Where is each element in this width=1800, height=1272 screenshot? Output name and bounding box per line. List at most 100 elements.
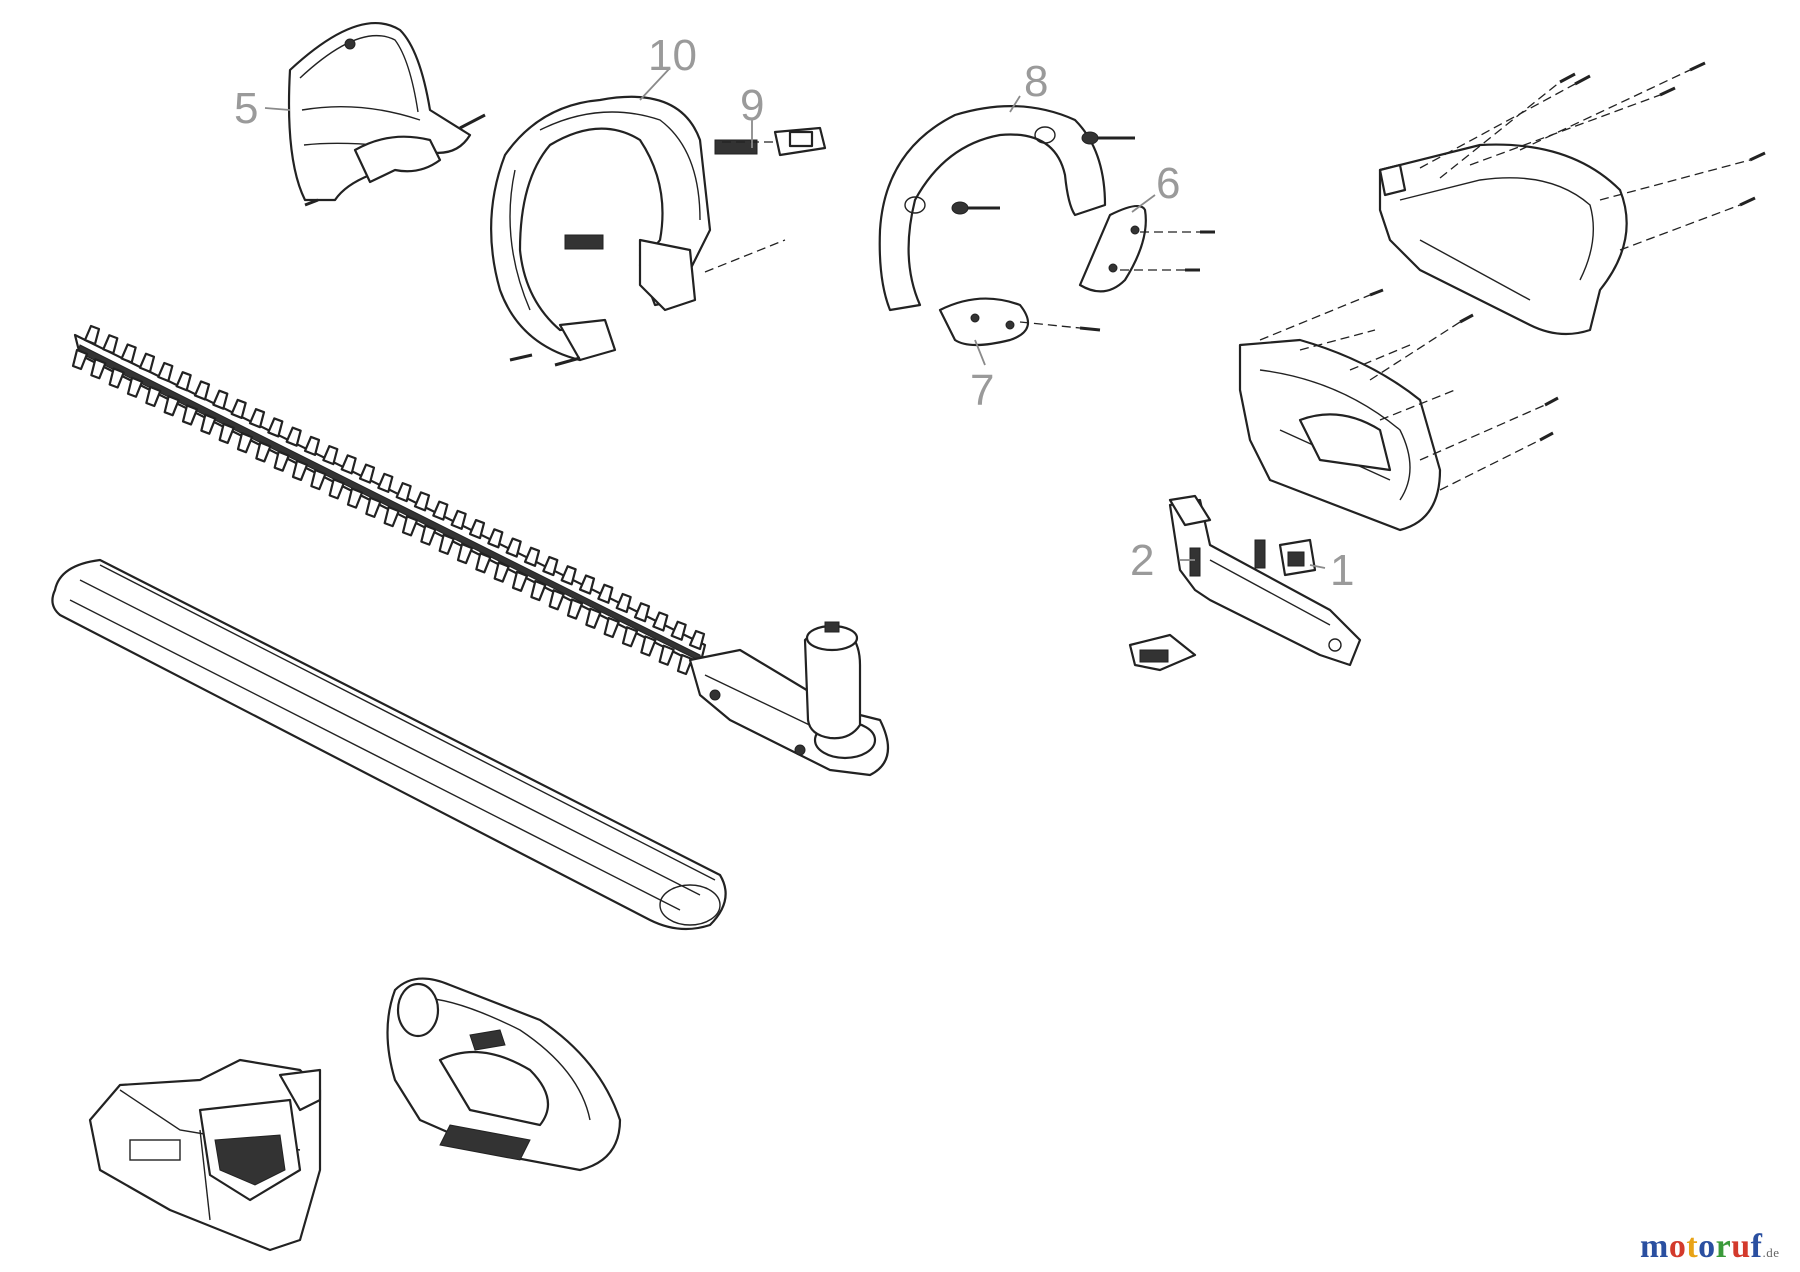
- blade-tooth: [383, 506, 400, 528]
- watermark-letter: o: [1698, 1228, 1716, 1265]
- blade-tooth: [633, 602, 651, 623]
- blade-tooth: [505, 537, 522, 558]
- blade-tooth: [456, 542, 474, 565]
- blade-tooth: [523, 546, 541, 567]
- callout-leaders: [264, 67, 1326, 569]
- blade-tooth: [102, 334, 119, 355]
- blade-tooth: [597, 583, 614, 604]
- blade-tooth: [163, 395, 180, 417]
- blade-tooth: [230, 398, 247, 420]
- blade-tooth: [578, 574, 596, 595]
- callout-7: 7: [970, 366, 994, 415]
- blade-tooth: [90, 358, 107, 380]
- blade-tooth: [676, 653, 694, 676]
- blade-tooth: [108, 367, 125, 389]
- blade-tooth: [438, 533, 455, 555]
- blade-tooth: [377, 472, 394, 493]
- blade-tooth: [291, 459, 309, 482]
- blade-tooth: [420, 524, 437, 546]
- blade-tooth: [193, 380, 211, 401]
- blade-tooth: [255, 441, 272, 463]
- blade-tooth: [560, 565, 577, 586]
- blade-tooth: [285, 426, 302, 447]
- blade-tooth: [530, 579, 547, 602]
- blade-tooth: [468, 518, 486, 540]
- trigger-switch-assembly: [1128, 494, 1362, 672]
- blade-tooth: [273, 450, 290, 472]
- part-7-left-cover: [938, 297, 1101, 347]
- blade-tooth: [395, 482, 412, 503]
- blade-tooth: [585, 607, 602, 629]
- rear-handle-housing: [386, 977, 622, 1172]
- blade-tooth: [450, 509, 467, 530]
- blade-tooth: [181, 404, 199, 426]
- watermark-letters: motoruf: [1640, 1228, 1763, 1265]
- callout-10: 10: [648, 31, 697, 80]
- watermark-letter: u: [1731, 1228, 1751, 1265]
- blade-tooth: [267, 417, 284, 438]
- blade-tooth: [566, 598, 584, 620]
- blade-tooth: [138, 352, 156, 373]
- blade-tooth: [200, 413, 217, 435]
- blade-teeth: [71, 324, 706, 676]
- watermark-letter: f: [1750, 1228, 1763, 1265]
- blade-tooth: [126, 376, 144, 398]
- watermark-letter: t: [1686, 1228, 1699, 1265]
- blade-tooth: [212, 389, 229, 410]
- blade-tooth: [71, 348, 89, 371]
- blade-tooth: [493, 561, 510, 583]
- callout-1: 1: [1330, 546, 1354, 595]
- blade-tooth: [175, 371, 192, 392]
- blade-tooth: [401, 515, 419, 537]
- blade-tooth: [248, 408, 266, 429]
- blade-tooth: [328, 478, 345, 500]
- hedge-blade: [71, 324, 707, 676]
- battery-pack: [88, 1058, 322, 1252]
- blade-tooth: [432, 500, 449, 521]
- blade-tooth: [670, 620, 687, 641]
- blade-tooth: [621, 626, 639, 648]
- part-8-loop-handle: [878, 105, 1135, 312]
- blade-tooth: [83, 324, 101, 346]
- blade-tooth: [658, 644, 675, 666]
- blade-tooth: [157, 361, 174, 383]
- watermark-letter: r: [1715, 1228, 1732, 1265]
- gearbox-motor: [688, 621, 890, 777]
- blade-tooth: [145, 385, 162, 408]
- blade-tooth: [511, 570, 529, 592]
- part-6-right-cover: [1078, 204, 1215, 293]
- callout-8: 8: [1024, 57, 1048, 106]
- blade-tooth: [413, 491, 431, 512]
- callout-2: 2: [1130, 536, 1154, 585]
- blade-tooth: [303, 435, 321, 457]
- watermark-suffix: .de: [1762, 1245, 1780, 1260]
- blade-tooth: [475, 552, 492, 574]
- blade-tooth: [310, 469, 327, 491]
- blade-tooth: [358, 463, 376, 484]
- watermark-letter: m: [1640, 1228, 1669, 1265]
- callout-9: 9: [740, 81, 764, 130]
- blade-tooth: [603, 616, 620, 639]
- callout-5: 5: [234, 84, 258, 133]
- part-5-hand-guard: [287, 22, 486, 207]
- blade-tooth: [542, 555, 559, 577]
- callout-6: 6: [1156, 159, 1180, 208]
- blade-cover: [51, 558, 727, 931]
- blade-tooth: [346, 487, 364, 509]
- blade-tooth: [652, 611, 669, 632]
- blade-tooth: [365, 496, 382, 518]
- blade-tooth: [487, 528, 504, 549]
- blade-tooth: [120, 343, 137, 364]
- lower-housing-shell: [1238, 288, 1559, 532]
- watermark-letter: o: [1668, 1228, 1687, 1265]
- blade-tooth: [548, 589, 565, 611]
- blade-tooth: [218, 422, 235, 445]
- blade-tooth: [322, 445, 339, 466]
- part-10-front-handle: [490, 95, 827, 367]
- blade-tooth: [640, 635, 657, 657]
- blade-tooth: [340, 454, 357, 475]
- motoruf-watermark-logo: motoruf.de: [1640, 1228, 1780, 1266]
- blade-tooth: [236, 432, 254, 454]
- blade-tooth: [688, 629, 706, 651]
